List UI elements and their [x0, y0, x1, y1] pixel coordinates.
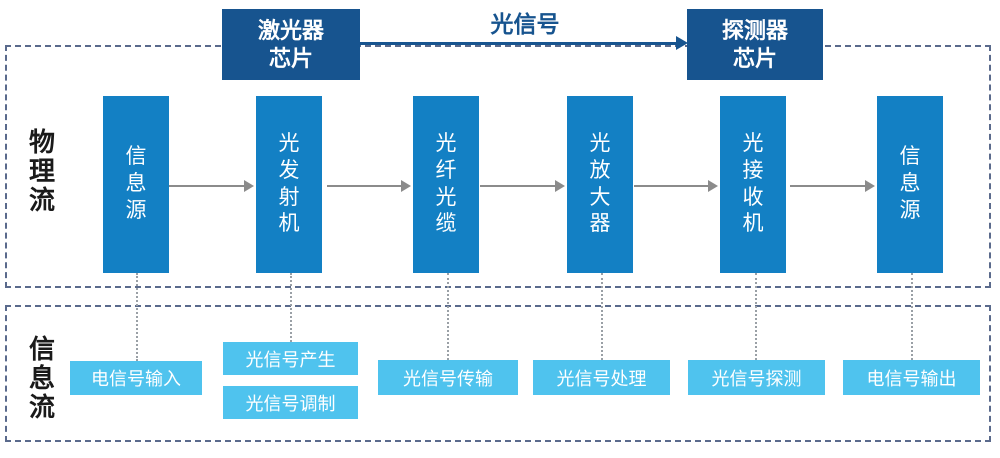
info-box-optical-signal-modulate[interactable]: 光信号调制	[223, 386, 358, 419]
flow-arrow-2-line	[327, 185, 401, 187]
laser-chip-label: 激光器 芯片	[258, 17, 324, 72]
detector-chip-label: 探测器 芯片	[722, 17, 788, 72]
flow-arrow-4-line	[634, 185, 708, 187]
dotted-connector-6	[911, 273, 913, 360]
stage-box-fiber-optic-cable[interactable]: 光纤光缆	[413, 96, 479, 273]
detector-chip-line1: 探测器	[721, 18, 788, 43]
flow-arrow-3-line	[480, 185, 555, 187]
info-box-label: 光信号调制	[245, 393, 336, 414]
flow-arrow-4-head-icon	[708, 180, 718, 192]
physical-flow-container	[5, 45, 991, 288]
stage-label: 光发射机	[278, 131, 300, 236]
flow-arrow-3-head-icon	[555, 180, 565, 192]
dotted-connector-5	[755, 273, 757, 360]
stage-label: 信息源	[899, 145, 921, 222]
info-box-label: 电信号输出	[866, 368, 957, 389]
information-flow-container	[5, 305, 991, 442]
info-box-optical-signal-generate[interactable]: 光信号产生	[223, 342, 358, 375]
dotted-connector-2	[290, 273, 292, 342]
flow-arrow-1-head-icon	[244, 180, 254, 192]
stage-label: 光放大器	[589, 131, 611, 236]
stage-label: 光纤光缆	[435, 131, 457, 236]
dotted-connector-4	[601, 273, 603, 360]
info-box-label: 光信号产生	[245, 349, 336, 370]
optical-signal-arrow-head-icon	[676, 36, 688, 50]
stage-box-optical-amplifier[interactable]: 光放大器	[567, 96, 633, 273]
flow-arrow-5-line	[790, 185, 865, 187]
detector-chip-box[interactable]: 探测器 芯片	[687, 9, 823, 80]
laser-chip-line2: 芯片	[268, 45, 313, 71]
info-box-label: 光信号传输	[403, 368, 493, 389]
flow-arrow-1-line	[169, 185, 244, 187]
info-box-electrical-signal-input[interactable]: 电信号输入	[70, 361, 202, 395]
info-box-label: 光信号处理	[556, 368, 647, 389]
stage-box-optical-receiver[interactable]: 光接收机	[720, 96, 786, 273]
info-box-optical-signal-process[interactable]: 光信号处理	[533, 360, 670, 395]
laser-chip-box[interactable]: 激光器 芯片	[222, 9, 360, 80]
stage-label: 信息源	[125, 145, 147, 222]
info-box-label: 电信号输入	[91, 369, 181, 389]
info-box-electrical-signal-output[interactable]: 电信号输出	[843, 360, 980, 395]
dotted-connector-1	[136, 273, 138, 361]
stage-label: 光接收机	[742, 131, 764, 236]
flow-arrow-5-head-icon	[865, 180, 875, 192]
stage-box-optical-transmitter[interactable]: 光发射机	[256, 96, 322, 273]
optical-signal-arrow-line	[360, 42, 678, 45]
information-flow-label: 信息流	[28, 334, 55, 423]
detector-chip-line2: 芯片	[732, 45, 777, 71]
info-box-label: 光信号探测	[711, 368, 802, 389]
physical-flow-label: 物理流	[28, 127, 55, 216]
stage-box-info-source-out[interactable]: 信息源	[877, 96, 943, 273]
info-box-optical-signal-transmit[interactable]: 光信号传输	[378, 360, 518, 395]
info-box-optical-signal-detect[interactable]: 光信号探测	[688, 360, 825, 395]
flow-arrow-2-head-icon	[401, 180, 411, 192]
dotted-connector-3	[447, 273, 449, 360]
optical-signal-label: 光信号	[490, 11, 560, 37]
laser-chip-line1: 激光器	[257, 18, 324, 43]
stage-box-info-source-in[interactable]: 信息源	[103, 96, 169, 273]
